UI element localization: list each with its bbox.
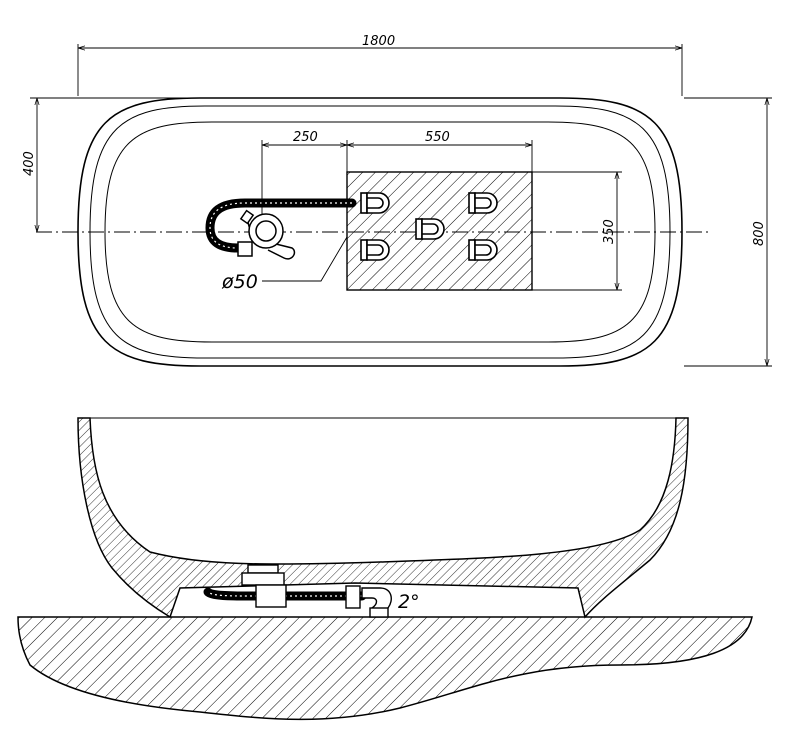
pad-fittings [360,192,498,261]
pad-width-label: 350 [602,219,617,244]
floor-section [17,616,753,721]
drain-assembly [237,209,296,260]
fitting-icon [468,239,498,261]
pad-length-label: 550 [425,130,450,145]
half-width-label: 400 [22,151,37,176]
drain-diameter-label: ø50 [221,271,258,293]
drain-offset-label: 250 [293,130,318,145]
width-label: 800 [752,221,767,246]
drain-inner-icon [255,220,277,242]
length-label: 1800 [362,34,395,49]
side-drain-fittings [241,564,392,618]
fitting-icon [360,239,390,261]
tub-outer-rim [77,97,683,367]
drain-hose-ribs [209,202,352,249]
tub-wall-section [77,417,689,619]
side-view: 2° [17,417,753,721]
tub-rim-inner-line [89,105,671,359]
fitting-icon [468,192,498,214]
drain-leader [262,236,348,282]
fitting-icon [360,192,390,214]
top-view: ø50 1800 800 400 250 550 350 [22,34,772,367]
slope-label: 2° [398,591,420,613]
tub-basin-edge [104,121,656,343]
fitting-icon [415,218,445,240]
